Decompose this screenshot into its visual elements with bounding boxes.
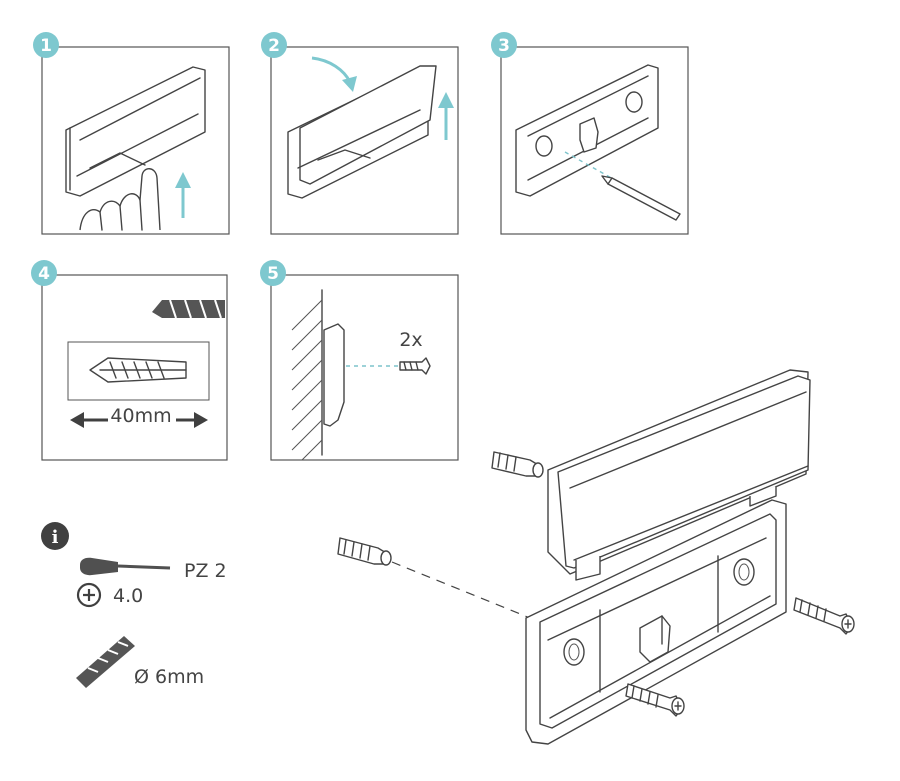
step-4-panel: 40mm xyxy=(41,274,228,461)
step-2-number: 2 xyxy=(268,36,280,56)
step-4-badge: 4 xyxy=(31,260,57,286)
step-1-badge: 1 xyxy=(33,32,59,58)
screwdriver-icon xyxy=(80,557,171,576)
info-icon-letter: i xyxy=(52,527,59,548)
step-2-badge: 2 xyxy=(261,32,287,58)
drill-diameter-label: Ø 6mm xyxy=(134,666,204,688)
screw-size-label: 4.0 xyxy=(113,585,143,607)
screwdriver-label: PZ 2 xyxy=(184,560,227,582)
step-2-panel xyxy=(270,46,459,235)
info-icon xyxy=(41,522,69,550)
step-3-panel xyxy=(500,46,689,235)
info-section: i PZ 2 4.0 Ø 6mm xyxy=(41,522,227,688)
step-3-badge: 3 xyxy=(491,32,517,58)
wall-plug-upper xyxy=(491,451,544,478)
wall-plug-lower xyxy=(337,537,392,566)
step-1-panel xyxy=(41,46,230,235)
depth-dimension-label: 40mm xyxy=(110,405,171,427)
step-1-number: 1 xyxy=(40,36,52,56)
step-5-number: 5 xyxy=(267,264,279,284)
phillips-screw-icon xyxy=(76,582,102,608)
step-5-panel: 2x xyxy=(270,274,459,461)
step-4-number: 4 xyxy=(38,264,50,284)
drill-bit-icon xyxy=(76,636,135,688)
cover-plate xyxy=(547,369,811,581)
screw-quantity-label: 2x xyxy=(399,329,422,351)
screw-right xyxy=(793,597,855,635)
screw-lower xyxy=(625,683,685,717)
exploded-assembly xyxy=(337,369,855,745)
step-3-number: 3 xyxy=(498,36,510,56)
step-5-badge: 5 xyxy=(260,260,286,286)
mounting-base xyxy=(525,499,787,745)
